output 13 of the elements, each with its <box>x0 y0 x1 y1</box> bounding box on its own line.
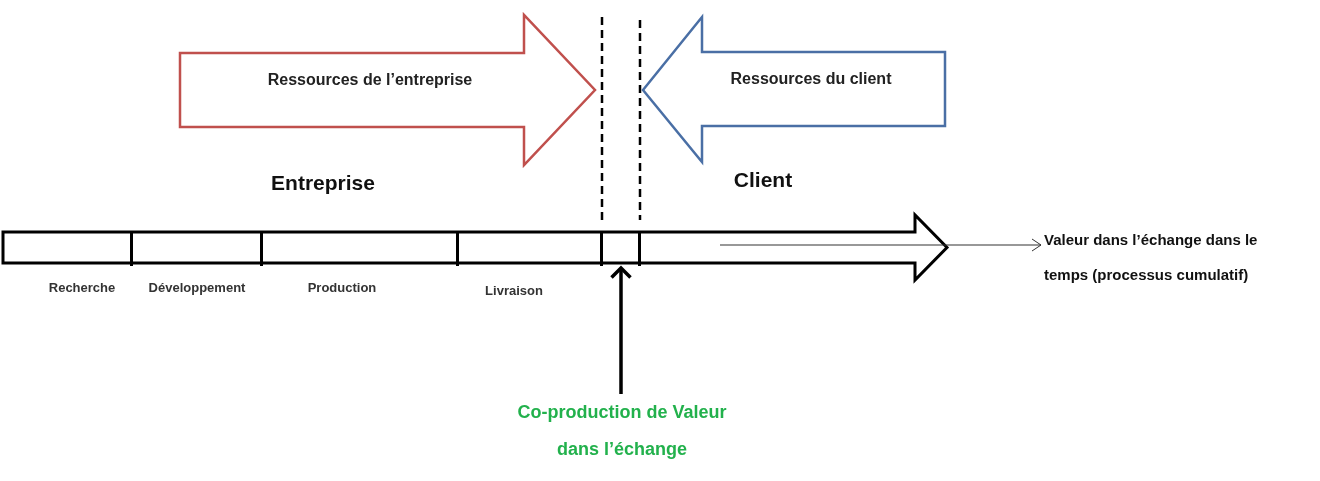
section-label: Client <box>733 168 793 192</box>
arrow <box>609 266 633 394</box>
arrow-label: Ressources du client <box>730 70 892 88</box>
annotation-text: Co-production de Valeur dans l’échange <box>497 394 747 468</box>
segment-label: Production <box>307 280 377 296</box>
section-label: Entreprise <box>271 171 375 195</box>
arrow <box>719 238 1042 252</box>
annotation-text: Valeur dans l’échange dans le temps (processus cumulatif) <box>1044 222 1282 292</box>
segment-label: Livraison <box>485 283 543 299</box>
block-arrow <box>640 14 948 166</box>
segment-label: Développement <box>148 280 246 296</box>
segment-label: Recherche <box>48 280 116 296</box>
arrow-label: Ressources de l’entreprise <box>267 71 473 89</box>
